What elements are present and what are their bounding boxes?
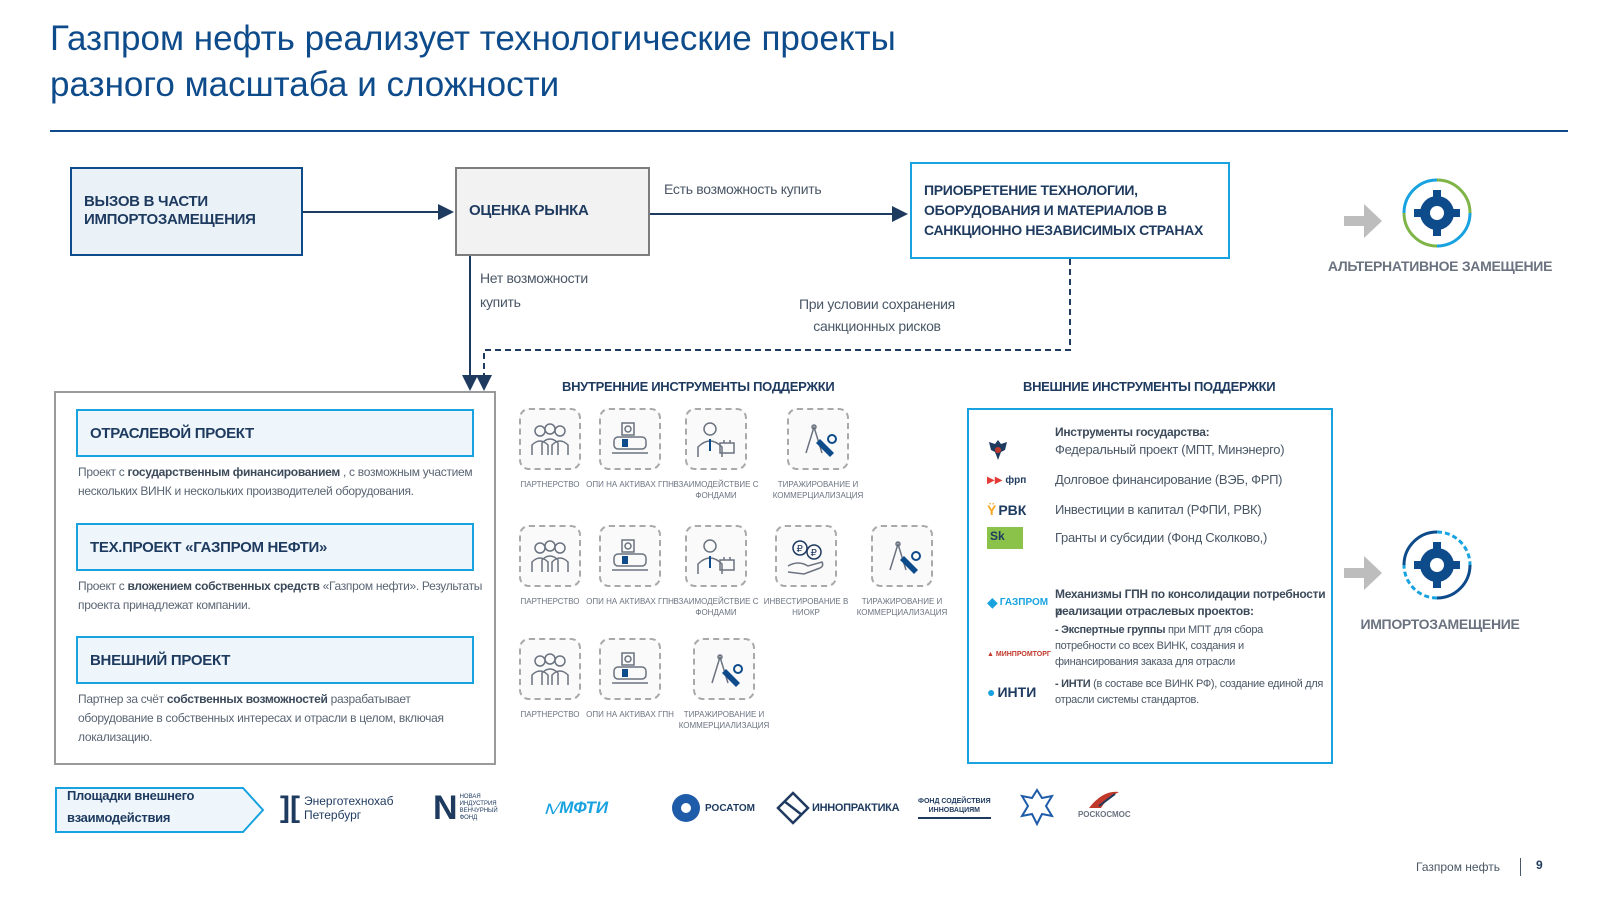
- tool-pilot-tests: ОПИ НА АКТИВАХ ГПН: [584, 638, 676, 720]
- condition-label-1: При условии сохранения: [799, 296, 955, 312]
- cannot-buy-label-2: купить: [480, 294, 521, 310]
- alternative-substitution-label: АЛЬТЕРНАТИВНОЕ ЗАМЕЩЕНИЕ: [1327, 258, 1553, 274]
- frp-logo: ▶▶фрп: [987, 474, 1027, 486]
- cannot-buy-label-1: Нет возможности: [480, 270, 588, 286]
- hand-ruble-icon: ₽₽: [787, 540, 824, 575]
- state-tool-row: Sk Гранты и субсидии (Фонд Сколково,): [969, 526, 1335, 552]
- footer-separator: [1520, 858, 1521, 876]
- tool-pilot-tests: ОПИ НА АКТИВАХ ГПН: [584, 525, 676, 607]
- arrow-right-icon: [1344, 204, 1382, 238]
- inti-text: - ИНТИ (в составе все ВИНК РФ), создание…: [1055, 678, 1324, 706]
- svg-text:₽: ₽: [797, 544, 804, 555]
- state-tool-row: Федеральный проект (МПТ, Минэнерго): [969, 438, 1335, 464]
- minpromtorg-logo: ▲ МИНПРОМТОРГ: [987, 650, 1051, 658]
- tool-commercialization: ТИРАЖИРОВАНИЕ И КОММЕРЦИАЛИЗАЦИЯ: [856, 525, 948, 618]
- skolkovo-logo: Sk: [987, 526, 1051, 550]
- title-divider: [50, 130, 1568, 132]
- inti-logo: ●ИНТИ: [987, 684, 1037, 700]
- tool-funds-interaction: ВЗАИМОДЕЙСТВИЕ С ФОНДАМИ: [670, 525, 762, 618]
- tool-partnership: ПАРТНЕРСТВО: [504, 408, 596, 490]
- tool-commercialization: ТИРАЖИРОВАНИЕ И КОММЕРЦИАЛИЗАЦИЯ: [678, 638, 770, 731]
- innopraktika-logo: ИННОПРАКТИКА: [776, 788, 900, 828]
- page-title-line1: Газпром нефть реализует технологические …: [50, 19, 896, 58]
- tools-icon: [889, 541, 921, 574]
- rosatom-logo: РОСАТОМ: [671, 788, 755, 828]
- russian-emblem-icon: [987, 438, 1051, 462]
- equipment-icon: [612, 422, 648, 454]
- page-number: 9: [1536, 858, 1543, 872]
- arrow-acquire-to-projects: [476, 259, 1071, 391]
- businessman-icon: [697, 539, 735, 574]
- arrow-right-icon: [1344, 556, 1382, 590]
- import-substitution-label: ИМПОРТОЗАМЕЩЕНИЕ: [1360, 616, 1520, 632]
- market-assessment-box: ОЦЕНКА РЫНКА: [455, 167, 650, 256]
- roscosmos-logo: РОСКОСМОС: [1078, 788, 1131, 828]
- page-title: Газпром нефть реализует технологические …: [50, 16, 896, 108]
- businessman-icon: [697, 422, 735, 457]
- tool-rnd-investment: ₽₽ ИНВЕСТИРОВАНИЕ В НИОКР: [760, 525, 852, 618]
- equipment-icon: [612, 652, 648, 684]
- mfti-logo: ∧∕МФТИ: [543, 797, 609, 818]
- gazprom-neft-logo: ◆ГАЗПРОМ: [987, 593, 1049, 610]
- project-types-panel: ОТРАСЛЕВОЙ ПРОЕКТ Проект с государственн…: [54, 391, 496, 765]
- footer-company: Газпром нефть: [1416, 860, 1500, 874]
- gpn-tech-project-description: Проект с вложением собственных средств «…: [78, 579, 483, 612]
- state-tool-row: ▶▶фрп Долговое финансирование (ВЭБ, ФРП): [969, 468, 1335, 494]
- tool-partnership: ПАРТНЕРСТВО: [504, 638, 596, 720]
- gear-cycle-icon: [1402, 530, 1472, 600]
- people-icon: [531, 423, 569, 455]
- tool-partnership: ПАРТНЕРСТВО: [504, 525, 596, 607]
- challenge-box: ВЫЗОВ В ЧАСТИ ИМПОРТОЗАМЕЩЕНИЯ: [70, 167, 303, 256]
- equipment-icon: [612, 539, 648, 571]
- gear-cycle-icon: [1402, 178, 1472, 248]
- state-tools-header: Инструменты государства:: [1055, 425, 1210, 439]
- industry-project-description: Проект с государственным финансированием…: [78, 465, 473, 498]
- people-icon: [531, 540, 569, 572]
- tool-commercialization: ТИРАЖИРОВАНИЕ И КОММЕРЦИАЛИЗАЦИЯ: [772, 408, 864, 501]
- tool-pilot-tests: ОПИ НА АКТИВАХ ГПН: [584, 408, 676, 490]
- gpn-tech-project-header: ТЕХ.ПРОЕКТ «ГАЗПРОМ НЕФТИ»: [76, 523, 474, 571]
- tool-funds-interaction: ВЗАИМОДЕЙСТВИЕ С ФОНДАМИ: [670, 408, 762, 501]
- expert-groups-text: - Экспертные группы при МПТ для сбора по…: [1055, 624, 1263, 668]
- platforms-label: Площадки внешнего взаимодействия: [67, 788, 195, 825]
- gpn-mechanisms-header-2: реализации отраслевых проектов:: [1055, 604, 1254, 618]
- gpn-mechanisms-header-1: Механизмы ГПН по консолидации потребност…: [1055, 587, 1326, 618]
- external-project-header: ВНЕШНИЙ ПРОЕКТ: [76, 636, 474, 684]
- can-buy-label: Есть возможность купить: [664, 181, 822, 197]
- emblem-icon: [1020, 788, 1054, 828]
- external-tools-panel: Инструменты государства: Федеральный про…: [967, 408, 1333, 764]
- acquire-technology-box: ПРИОБРЕТЕНИЕ ТЕХНОЛОГИИ, ОБОРУДОВАНИЯ И …: [910, 162, 1230, 259]
- page-title-line2: разного масштаба и сложности: [50, 65, 560, 104]
- tools-icon: [711, 654, 743, 687]
- external-tools-title: ВНЕШНИЕ ИНСТРУМЕНТЫ ПОДДЕРЖКИ: [1023, 379, 1276, 394]
- external-project-description: Партнер за счёт собственных возможностей…: [78, 692, 444, 744]
- condition-label-2: санкционных рисков: [813, 318, 941, 334]
- internal-tools-title: ВНУТРЕННИЕ ИНСТРУМЕНТЫ ПОДДЕРЖКИ: [562, 379, 835, 394]
- tools-icon: [805, 424, 837, 457]
- people-icon: [531, 653, 569, 685]
- platforms-label-shape: [55, 787, 265, 833]
- industry-project-header: ОТРАСЛЕВОЙ ПРОЕКТ: [76, 409, 474, 457]
- svg-text:₽: ₽: [811, 548, 818, 559]
